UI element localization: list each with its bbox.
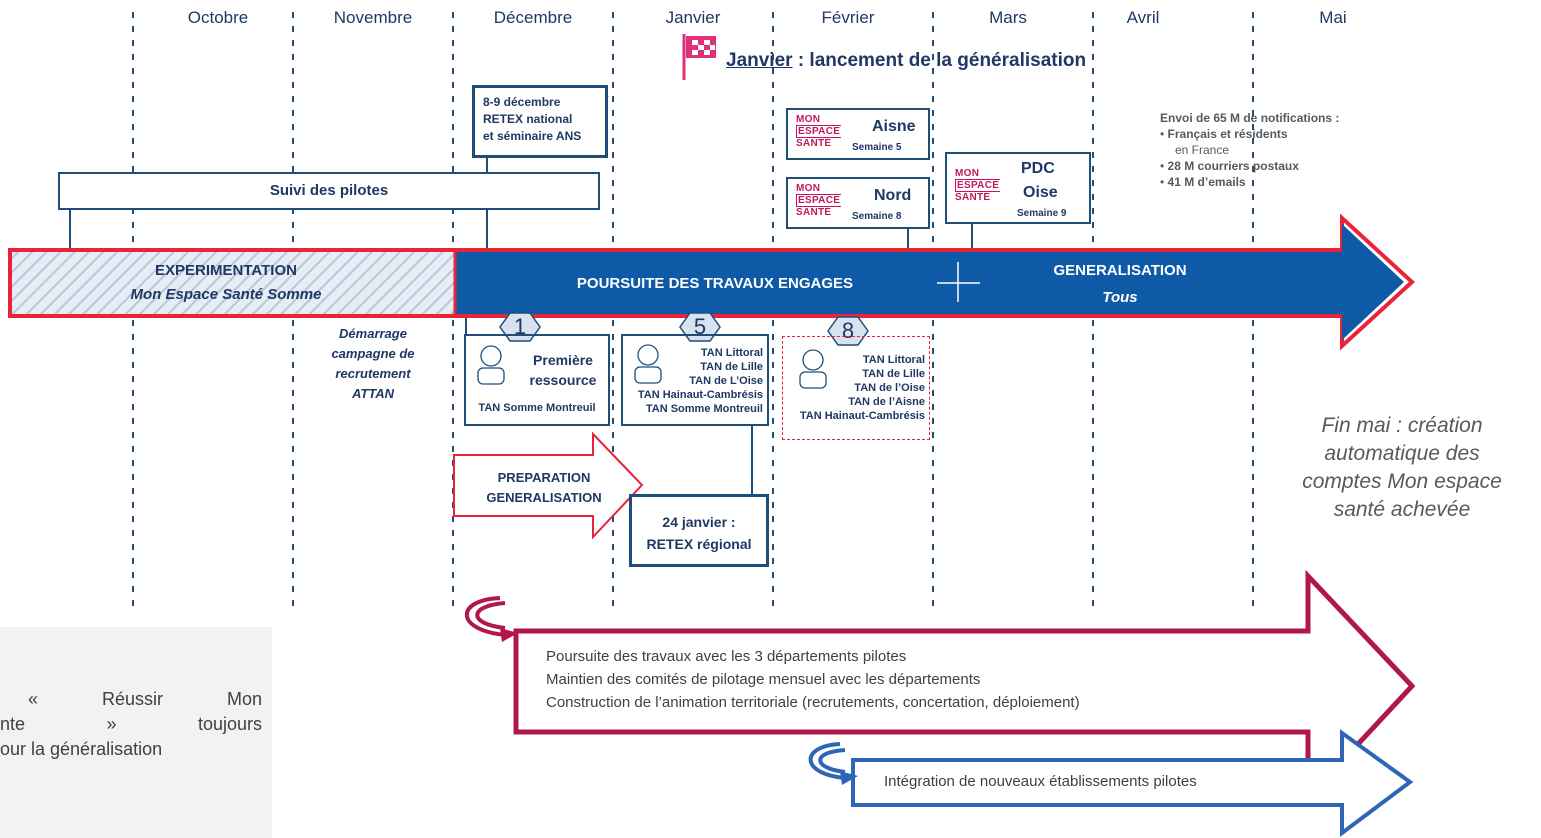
retex-national-title: RETEX national	[483, 112, 573, 126]
month-label: Avril	[1126, 8, 1160, 27]
experimentation-title: EXPERIMENTATION	[155, 262, 297, 279]
notifications-item: • 41 M d’emails	[1160, 175, 1246, 189]
connectors	[69, 158, 973, 494]
retex-national-box: 8-9 décembre RETEX national et séminaire…	[472, 85, 608, 158]
travaux-arrow-text: Poursuite des travaux avec les 3 départe…	[546, 645, 1080, 714]
departement-week: Semaine 5	[852, 142, 902, 153]
departement-name: Aisne	[872, 118, 916, 135]
launch-title: Janvier : lancement de la généralisation	[726, 50, 1086, 72]
notifications-item: • 28 M courriers postaux	[1160, 159, 1299, 173]
month-label: Mars	[989, 8, 1027, 27]
poursuite-label: POURSUITE DES TRAVAUX ENGAGES	[576, 275, 854, 292]
curved-arrow-icon	[464, 596, 506, 637]
launch-title-month: Janvier	[726, 50, 793, 71]
notifications-item-cont: en France	[1175, 143, 1230, 157]
travaux-line: Maintien des comités de pilotage mensuel…	[546, 671, 981, 688]
departement-name: Oise	[1023, 184, 1058, 201]
departement-name: Nord	[874, 187, 912, 204]
experimentation-hatch	[12, 252, 455, 314]
travaux-line: Construction de l’animation territoriale…	[546, 694, 1080, 711]
month-label: Octobre	[187, 8, 249, 27]
month-label: Novembre	[333, 8, 413, 27]
integration-arrow	[851, 729, 1414, 837]
generalisation-subtitle: Tous	[1102, 289, 1138, 306]
plus-icon	[937, 262, 980, 302]
box1-tan: TAN Somme Montreuil	[478, 402, 596, 414]
notifications-item: • Français et résidents	[1160, 127, 1288, 141]
month-label: Janvier	[665, 8, 721, 27]
main-arrow-fill	[455, 224, 1404, 340]
retex-regional-box: 24 janvier :RETEX régional	[629, 494, 769, 567]
month-label: Février	[821, 8, 875, 27]
departement-week: Semaine 9	[1017, 208, 1067, 219]
month-label: Mai	[1319, 8, 1347, 27]
curved-arrow-icon	[808, 742, 846, 780]
preparation-arrow	[453, 431, 644, 540]
month-label: Décembre	[493, 8, 573, 27]
experimentation-subtitle: Mon Espace Santé Somme	[130, 286, 322, 303]
launch-title-text: : lancement de la généralisation	[792, 50, 1087, 71]
integration-text: Intégration de nouveaux établissements p…	[884, 773, 1197, 790]
suivi-pilotes-box: Suivi des pilotes	[58, 172, 600, 210]
retex-regional-text: 24 janvier :RETEX régional	[646, 514, 752, 552]
departement-week: Semaine 8	[852, 211, 902, 222]
notifications-block: Envoi de 65 M de notifications : • Franç…	[1160, 110, 1339, 190]
departement-name: PDC	[1021, 160, 1055, 177]
agent-icons	[477, 344, 827, 389]
travaux-line: Poursuite des travaux avec les 3 départe…	[546, 648, 907, 665]
generalisation-title: GENERALISATION	[1053, 262, 1187, 279]
badge-number: 5	[693, 314, 707, 339]
retex-national-date: 8-9 décembre	[483, 95, 561, 109]
badge-number: 1	[513, 314, 527, 339]
travaux-arrow	[513, 569, 1416, 805]
retex-national-subtitle: et séminaire ANS	[483, 129, 582, 143]
checkered-flag-icon	[682, 34, 716, 80]
notifications-title: Envoi de 65 M de notifications :	[1160, 111, 1340, 125]
